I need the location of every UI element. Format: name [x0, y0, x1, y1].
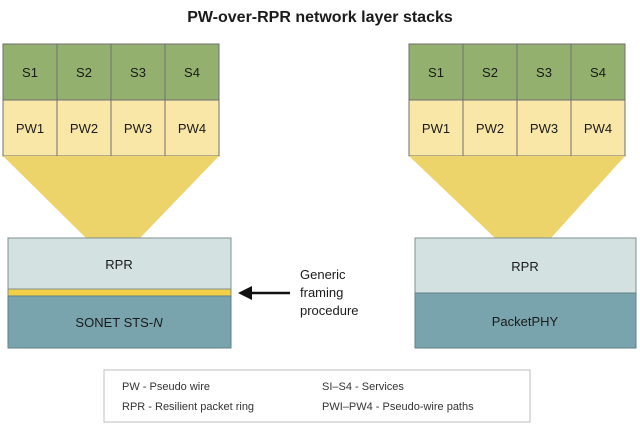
service-label: S2	[76, 65, 92, 80]
right-services-row: S1 S2 S3 S4	[408, 43, 626, 101]
annotation-line: framing	[300, 285, 343, 300]
service-label: S3	[536, 65, 552, 80]
annotation-line: procedure	[300, 303, 359, 318]
diagram-title: PW-over-RPR network layer stacks	[187, 9, 453, 26]
legend-item: SI–S4 - Services	[322, 381, 404, 393]
right-packetphy-layer	[414, 292, 637, 349]
sonet-label-prefix: SONET STS-	[75, 315, 153, 330]
pseudowire-label: PW1	[422, 121, 450, 136]
right-packetphy-label: PacketPHY	[492, 314, 559, 329]
sonet-label-suffix: N	[153, 315, 163, 330]
pseudowire-cell	[408, 99, 464, 157]
right-pseudowire-row: PW1 PW2 PW3 PW4	[408, 99, 626, 157]
service-label: S4	[590, 65, 606, 80]
left-sonet-label: SONET STS-N	[75, 315, 163, 330]
annotation-line: Generic	[300, 267, 346, 282]
pseudowire-label: PW4	[178, 121, 206, 136]
service-label: S2	[482, 65, 498, 80]
service-cell	[110, 43, 166, 101]
right-stack: S1 S2 S3 S4 PW1 PW2 PW3 PW4 RPR PacketPH…	[408, 43, 637, 349]
pseudowire-cell	[164, 99, 220, 157]
left-pseudowire-row: PW1 PW2 PW3 PW4	[2, 99, 220, 157]
service-cell	[570, 43, 626, 101]
left-stack: S1 S2 S3 S4 PW1 PW2 PW3 PW4 RPR SONET ST…	[2, 43, 232, 349]
service-label: S1	[428, 65, 444, 80]
gfp-strip	[7, 288, 232, 297]
pseudowire-label: PW2	[70, 121, 98, 136]
pseudowire-cell	[56, 99, 112, 157]
pseudowire-label: PW3	[124, 121, 152, 136]
pseudowire-label: PW4	[584, 121, 612, 136]
service-cell	[164, 43, 220, 101]
service-label: S1	[22, 65, 38, 80]
pseudowire-cell	[570, 99, 626, 157]
left-funnel	[3, 156, 219, 238]
legend-box: PW - Pseudo wire RPR - Resilient packet …	[103, 369, 531, 423]
left-services-row: S1 S2 S3 S4	[2, 43, 220, 101]
service-label: S3	[130, 65, 146, 80]
right-funnel	[409, 156, 625, 238]
service-cell	[2, 43, 58, 101]
left-rpr-label: RPR	[105, 257, 132, 272]
service-label: S4	[184, 65, 200, 80]
legend-item: PW - Pseudo wire	[122, 381, 210, 393]
right-rpr-layer	[414, 237, 637, 294]
arrow-left-icon	[238, 286, 290, 300]
legend-item: PWI–PW4 - Pseudo-wire paths	[322, 401, 474, 413]
pseudowire-label: PW1	[16, 121, 44, 136]
right-rpr-label: RPR	[511, 259, 538, 274]
left-sonet-layer	[7, 295, 232, 349]
service-cell	[56, 43, 112, 101]
legend-item: RPR - Resilient packet ring	[122, 401, 254, 413]
pseudowire-label: PW3	[530, 121, 558, 136]
gfp-annotation: Generic framing procedure	[238, 267, 359, 318]
service-cell	[408, 43, 464, 101]
pseudowire-label: PW2	[476, 121, 504, 136]
service-cell	[516, 43, 572, 101]
